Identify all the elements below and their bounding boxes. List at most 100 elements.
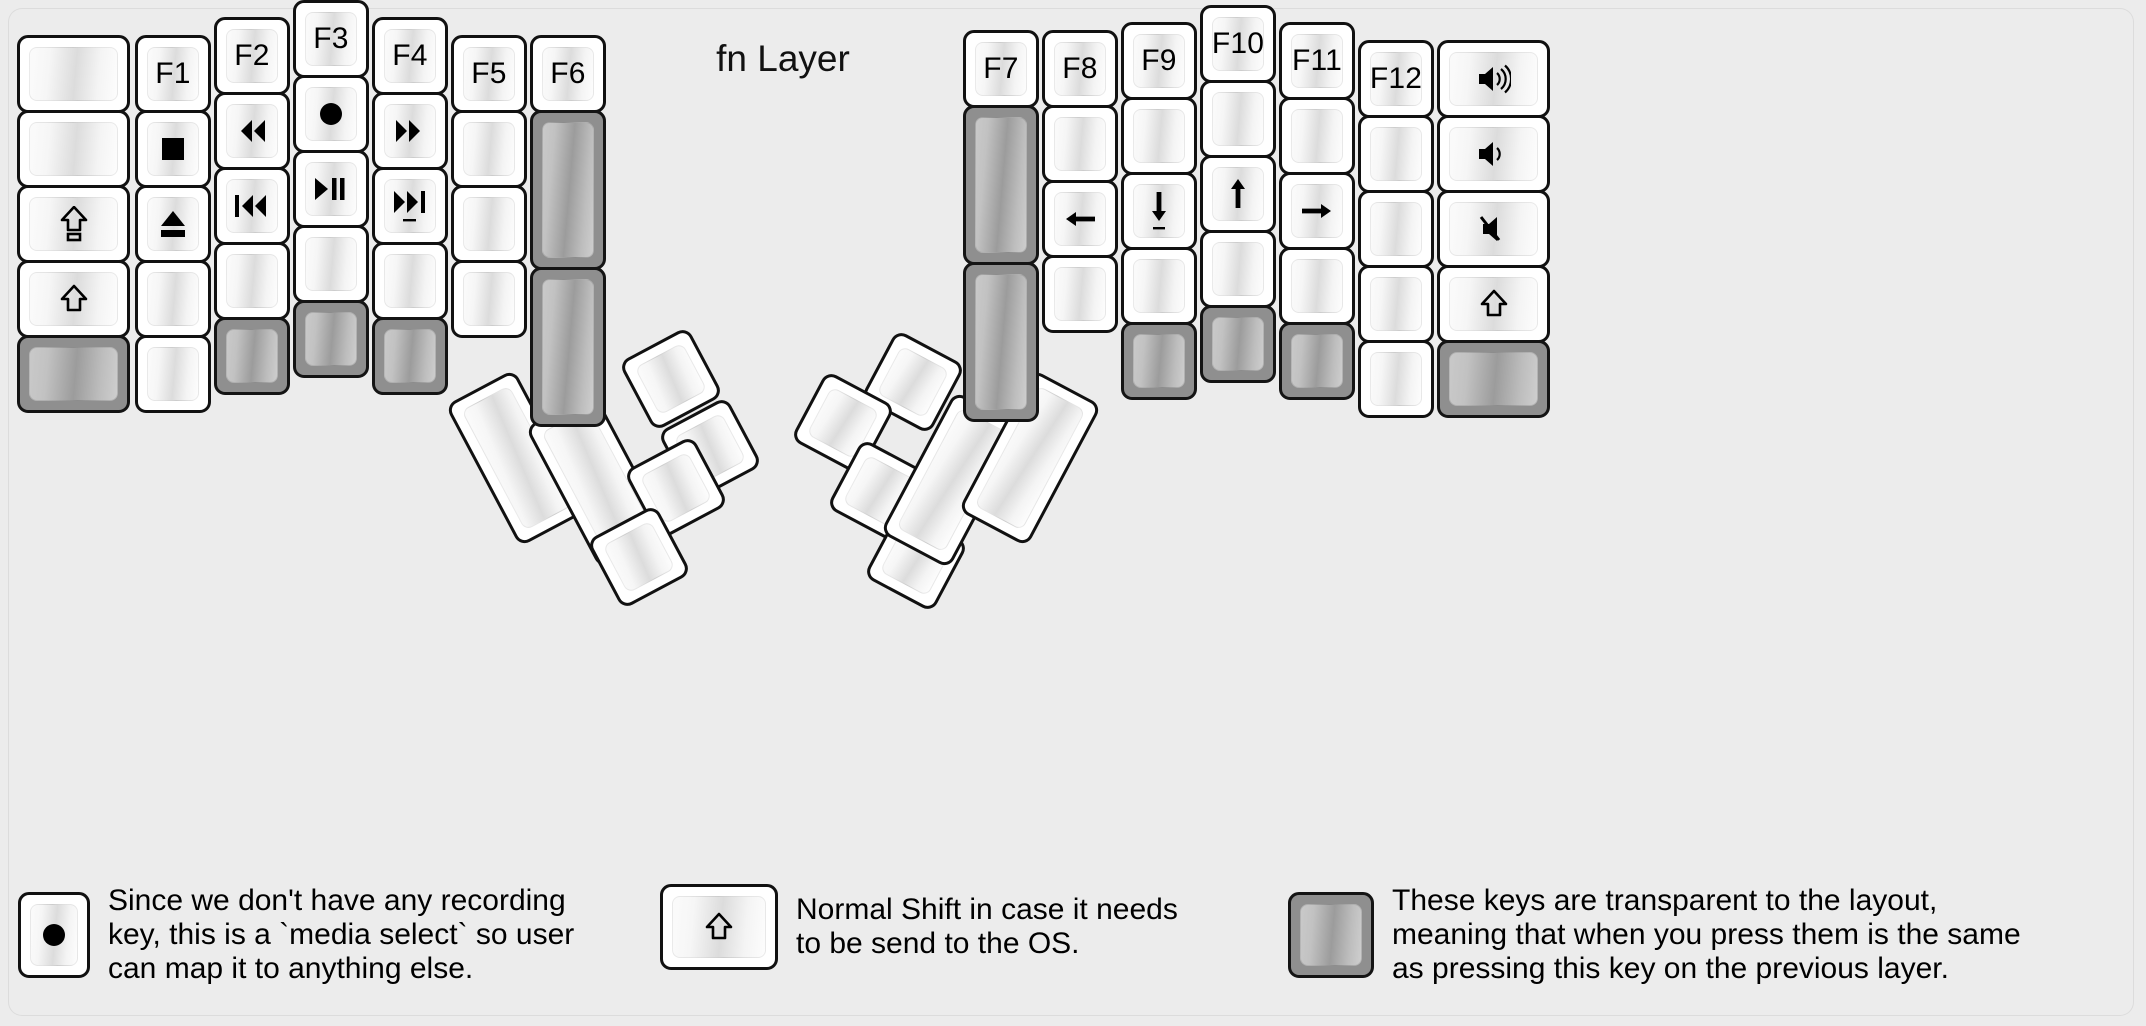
left-col-middle-key-2[interactable]	[293, 75, 369, 153]
right-col-innermost-key-2[interactable]	[963, 105, 1039, 265]
left-col-pinky-key-5[interactable]	[135, 335, 211, 413]
keycap-label	[1361, 118, 1431, 190]
keycap-label	[20, 113, 127, 185]
right-col-inner-key-4[interactable]	[1042, 255, 1118, 333]
left-col-ring-key-5[interactable]	[214, 317, 290, 395]
left-col-middle-key-1[interactable]: F3	[293, 0, 369, 78]
right-col-ring-key-2[interactable]	[1279, 97, 1355, 175]
legend-normal-shift-text: Normal Shift in case it needs to be send…	[796, 893, 1178, 960]
media-record-icon	[296, 78, 366, 150]
left-col-pinky-outer-key-4[interactable]	[17, 260, 130, 338]
right-col-inner-key-2[interactable]	[1042, 105, 1118, 183]
left-col-index-key-4[interactable]	[372, 242, 448, 320]
keycap-label	[1203, 308, 1273, 380]
left-col-pinky-outer-key-3[interactable]	[17, 185, 130, 263]
arrow-up-icon	[1203, 158, 1273, 230]
left-col-ring-key-2[interactable]	[214, 92, 290, 170]
keycap-label: F9	[1141, 44, 1177, 77]
keycap-label	[1282, 325, 1352, 397]
right-col-ring-key-3[interactable]	[1279, 172, 1355, 250]
keycap-label: F2	[234, 39, 270, 72]
right-col-middle-key-1[interactable]: F10	[1200, 5, 1276, 83]
keycap-surface	[1370, 52, 1422, 106]
left-col-pinky-key-4[interactable]	[135, 260, 211, 338]
left-col-pinky-key-1[interactable]: F1	[135, 35, 211, 113]
left-col-middle-key-4[interactable]	[293, 225, 369, 303]
right-col-middle-key-4[interactable]	[1200, 230, 1276, 308]
right-col-pinky-outer-key-4[interactable]	[1437, 265, 1550, 343]
left-col-innermost-key-1[interactable]: F6	[530, 35, 606, 113]
keycap-surface	[305, 312, 357, 366]
left-col-pinky-outer-key-1[interactable]	[17, 35, 130, 113]
right-col-index-key-5[interactable]	[1121, 322, 1197, 400]
keycap-surface	[147, 272, 199, 326]
legend-media-select-text: Since we don't have any recording key, t…	[108, 884, 575, 985]
keycap-surface	[147, 47, 199, 101]
right-col-pinky-key-4[interactable]	[1358, 265, 1434, 343]
keycap-surface	[463, 272, 515, 326]
keycap-surface	[1133, 109, 1185, 163]
right-col-pinky-outer-key-5[interactable]	[1437, 340, 1550, 418]
right-col-pinky-key-1[interactable]: F12	[1358, 40, 1434, 118]
left-col-middle-key-3[interactable]	[293, 150, 369, 228]
keycap-surface	[1370, 277, 1422, 331]
left-col-pinky-key-3[interactable]	[135, 185, 211, 263]
right-col-ring-key-1[interactable]: F11	[1279, 22, 1355, 100]
right-col-index-key-4[interactable]	[1121, 247, 1197, 325]
left-col-index-key-3[interactable]	[372, 167, 448, 245]
left-col-pinky-outer-key-2[interactable]	[17, 110, 130, 188]
right-col-ring-key-5[interactable]	[1279, 322, 1355, 400]
keycap-label	[1203, 233, 1273, 305]
left-col-innermost-key-3[interactable]	[530, 267, 606, 427]
arrow-left-icon	[1045, 183, 1115, 255]
media-record-icon	[21, 895, 87, 975]
left-col-pinky-key-2[interactable]	[135, 110, 211, 188]
keycap-surface	[1054, 267, 1106, 321]
right-col-middle-key-3[interactable]	[1200, 155, 1276, 233]
right-col-pinky-key-3[interactable]	[1358, 190, 1434, 268]
left-col-inner-key-4[interactable]	[451, 260, 527, 338]
right-col-ring-key-4[interactable]	[1279, 247, 1355, 325]
keycap-surface	[29, 347, 118, 401]
right-col-index-key-3[interactable]	[1121, 172, 1197, 250]
right-col-middle-key-5[interactable]	[1200, 305, 1276, 383]
left-col-inner-key-2[interactable]	[451, 110, 527, 188]
right-col-pinky-key-5[interactable]	[1358, 340, 1434, 418]
legend-media-select: Since we don't have any recording key, t…	[18, 884, 574, 986]
right-col-inner-key-1[interactable]: F8	[1042, 30, 1118, 108]
right-col-index-key-1[interactable]: F9	[1121, 22, 1197, 100]
keycap-surface	[1449, 277, 1538, 331]
keycap-label	[296, 303, 366, 375]
right-col-middle-key-2[interactable]	[1200, 80, 1276, 158]
left-col-ring-key-4[interactable]	[214, 242, 290, 320]
right-col-pinky-key-2[interactable]	[1358, 115, 1434, 193]
keycap-surface	[463, 47, 515, 101]
arrow-right-icon	[1282, 175, 1352, 247]
keycap-surface	[29, 272, 118, 326]
media-next-track-icon	[375, 170, 445, 242]
left-col-ring-key-3[interactable]	[214, 167, 290, 245]
right-col-pinky-outer-key-3[interactable]	[1437, 190, 1550, 268]
left-col-pinky-outer-key-5[interactable]	[17, 335, 130, 413]
right-col-pinky-outer-key-2[interactable]	[1437, 115, 1550, 193]
left-col-middle-key-5[interactable]	[293, 300, 369, 378]
legend-media-select-sample-key	[18, 891, 90, 978]
left-col-inner-key-3[interactable]	[451, 185, 527, 263]
left-col-inner-key-1[interactable]: F5	[451, 35, 527, 113]
right-col-innermost-key-1[interactable]: F7	[963, 30, 1039, 108]
right-col-innermost-key-3[interactable]	[963, 262, 1039, 422]
keycap-surface	[1291, 259, 1343, 313]
right-col-index-key-2[interactable]	[1121, 97, 1197, 175]
left-col-ring-key-1[interactable]: F2	[214, 17, 290, 95]
keycap-label	[533, 270, 603, 424]
right-col-inner-key-3[interactable]	[1042, 180, 1118, 258]
right-col-pinky-outer-key-1[interactable]	[1437, 40, 1550, 118]
keycap-label: F5	[471, 57, 507, 90]
left-col-index-key-1[interactable]: F4	[372, 17, 448, 95]
left-col-index-key-5[interactable]	[372, 317, 448, 395]
left-col-innermost-key-2[interactable]	[530, 110, 606, 270]
keycap-label: F8	[1062, 52, 1098, 85]
left-col-index-key-2[interactable]	[372, 92, 448, 170]
keycap-surface	[672, 896, 766, 958]
